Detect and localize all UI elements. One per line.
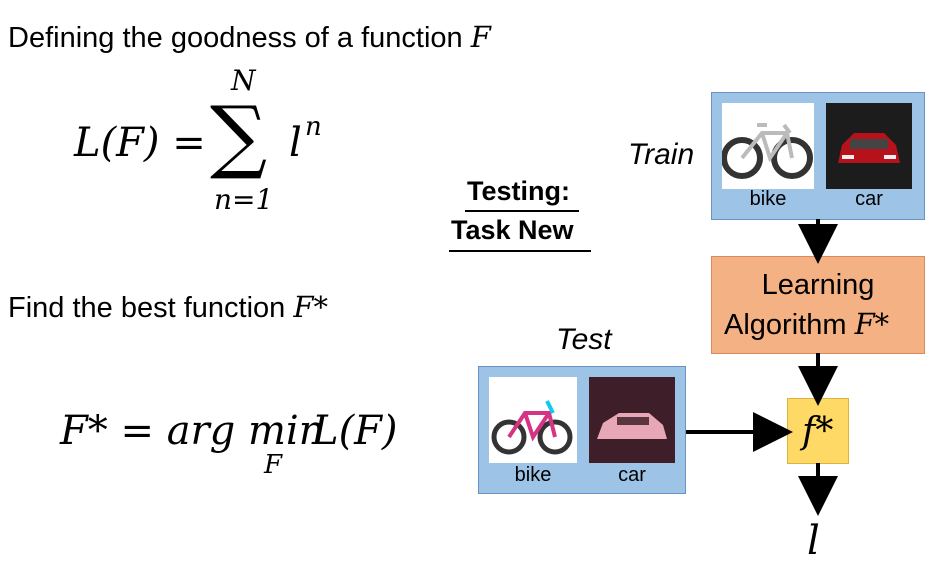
train-box: bike car	[711, 92, 925, 220]
best-function-heading-var: F*	[293, 290, 328, 324]
loss-lhs: L(F) =	[74, 120, 206, 166]
mountain-bike-image	[722, 103, 814, 189]
test-box: bike car	[478, 366, 686, 494]
argmin-lhs: F* = arg min	[60, 408, 325, 454]
sum-term: l	[289, 120, 302, 166]
pink-car-image	[589, 377, 675, 463]
sum-lower-limit: n=1	[214, 183, 274, 216]
loss-output-label: l	[807, 518, 820, 564]
test-label: Test	[556, 323, 612, 356]
sum-term-sup: n	[305, 112, 322, 142]
best-function-heading-text: Find the best function	[8, 292, 286, 324]
test-car-caption: car	[618, 464, 646, 486]
goodness-heading-var: F	[470, 20, 491, 54]
learning-algorithm-box: Learning Algorithm F*	[711, 256, 925, 354]
task-new-underline	[449, 250, 591, 252]
algorithm-line2-text: Algorithm	[724, 309, 847, 341]
train-bike-caption: bike	[749, 188, 787, 210]
algorithm-var: F*	[854, 307, 890, 341]
goodness-heading: Defining the goodness of a function F	[8, 20, 491, 55]
best-function-heading: Find the best function F*	[8, 290, 328, 325]
argmin-rhs: L(F)	[312, 408, 398, 454]
argmin-subscript: F	[264, 450, 283, 480]
goodness-heading-text: Defining the goodness of a function	[8, 22, 463, 54]
testing-label: Testing:	[467, 176, 570, 206]
train-label: Train	[628, 138, 695, 171]
algorithm-line2: Algorithm F*	[724, 307, 889, 342]
learned-function-label: f*	[802, 411, 834, 452]
kids-bike-image	[489, 377, 577, 463]
red-car-image	[826, 103, 912, 189]
sum-upper-limit: N	[231, 64, 256, 97]
algorithm-line1: Learning	[761, 269, 875, 301]
testing-underline	[465, 210, 579, 212]
task-new-label: Task New	[451, 215, 574, 245]
train-car-caption: car	[855, 188, 883, 210]
sum-sign: ∑	[210, 89, 268, 182]
test-bike-caption: bike	[514, 464, 552, 486]
learned-function-box: f*	[787, 398, 849, 464]
